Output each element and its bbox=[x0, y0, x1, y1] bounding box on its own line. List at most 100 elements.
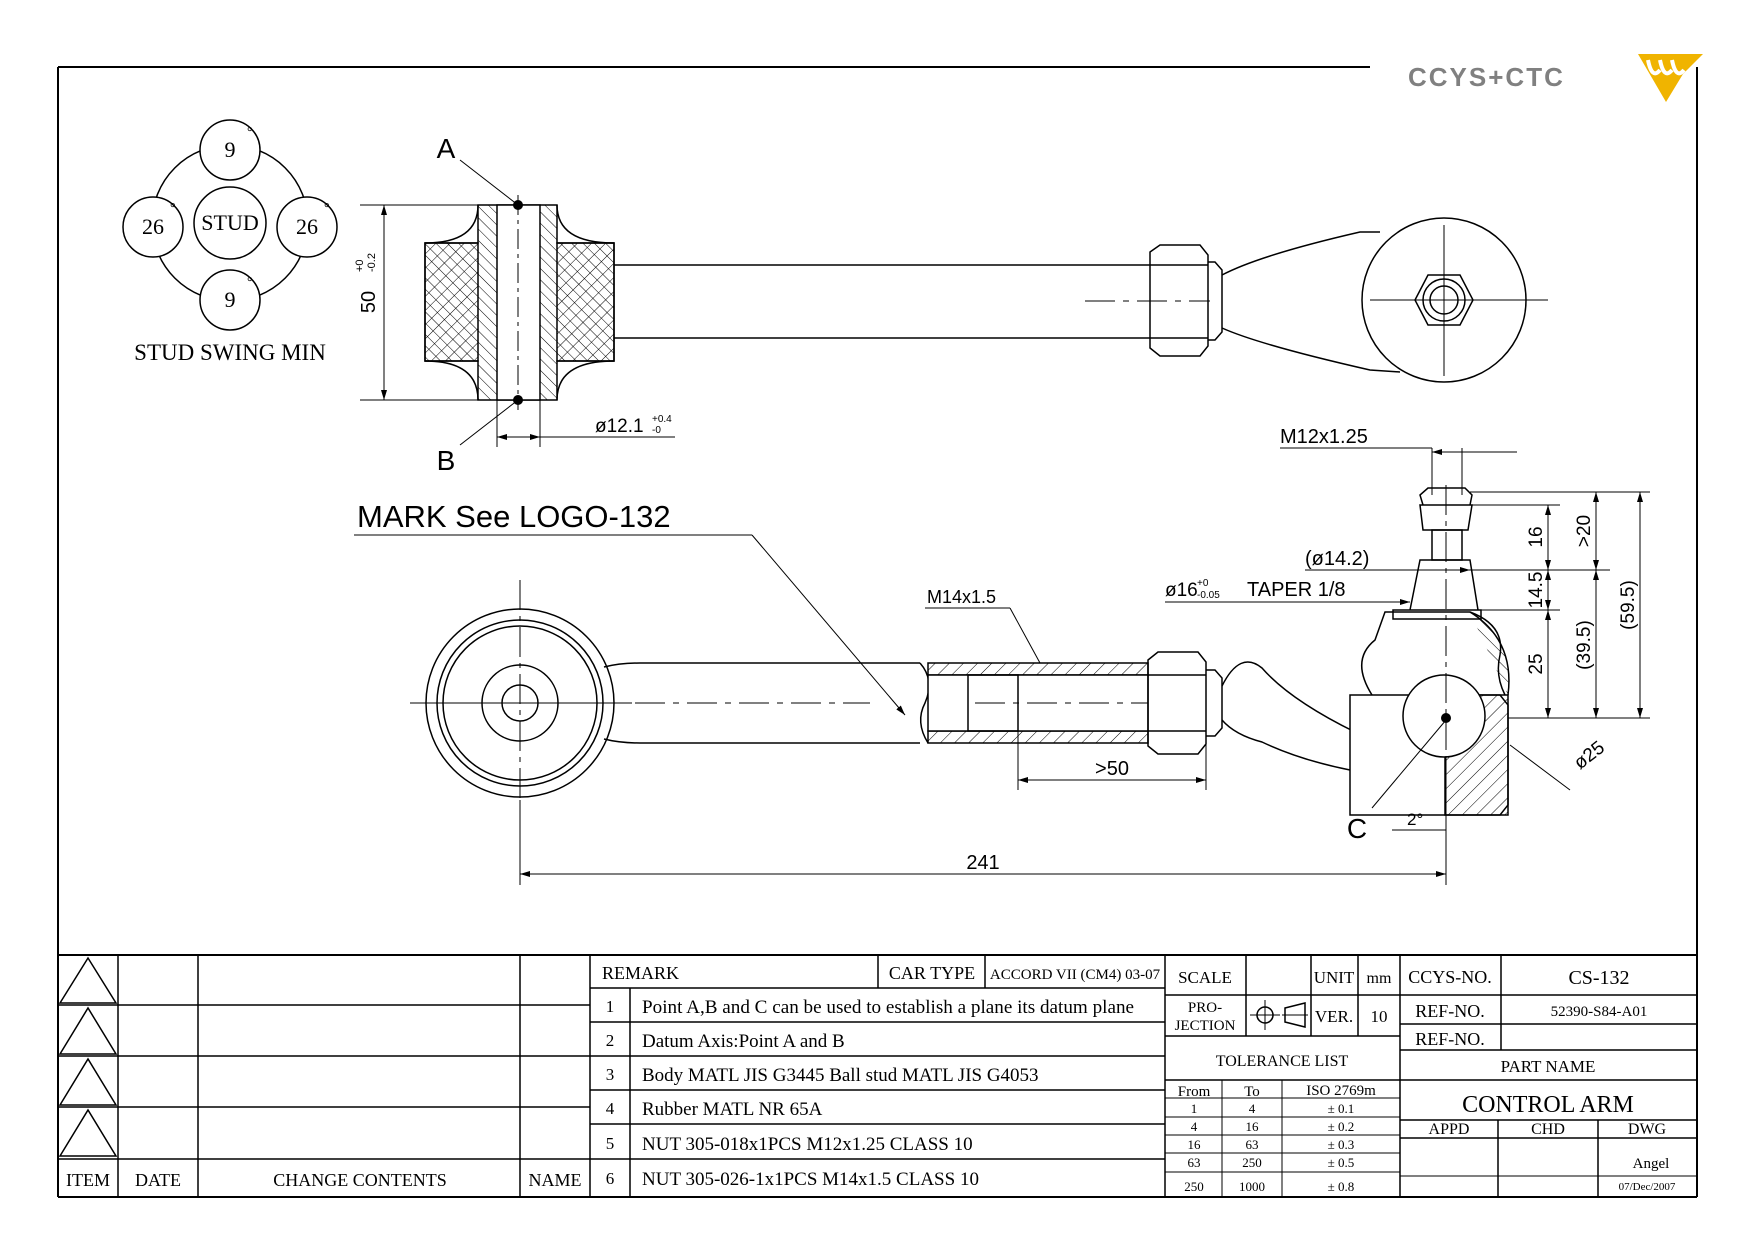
point-b-label: B bbox=[437, 445, 456, 476]
scale-label: SCALE bbox=[1178, 968, 1232, 987]
tol-to: 16 bbox=[1246, 1119, 1260, 1134]
bore-tol-bottom: -0 bbox=[652, 425, 661, 436]
dia-14-label: (ø14.2) bbox=[1305, 548, 1369, 570]
part-name-label: PART NAME bbox=[1501, 1057, 1596, 1076]
drawing-frame bbox=[57, 66, 1698, 1198]
remark-no: 5 bbox=[606, 1134, 615, 1153]
projection-label-1: PRO- bbox=[1188, 1000, 1222, 1016]
tol-from: 1 bbox=[1191, 1101, 1198, 1116]
rev-header-change: CHANGE CONTENTS bbox=[273, 1170, 447, 1190]
tol-value: ± 0.3 bbox=[1328, 1137, 1355, 1152]
taper-tol-bottom: -0.05 bbox=[1197, 590, 1220, 601]
ref-no2-label: REF-NO. bbox=[1415, 1029, 1485, 1049]
drawing-date: 07/Dec/2007 bbox=[1619, 1181, 1676, 1193]
tolerance-title: TOLERANCE LIST bbox=[1216, 1053, 1349, 1070]
point-a-label: A bbox=[437, 133, 456, 164]
bore-dim-label: ø12.1 bbox=[595, 416, 644, 437]
taper-tol-top: +0 bbox=[1197, 578, 1209, 589]
remark-header: REMARK bbox=[602, 963, 679, 983]
remark-no: 4 bbox=[606, 1099, 615, 1118]
car-type-label: CAR TYPE bbox=[889, 963, 975, 983]
tol-value: ± 0.2 bbox=[1328, 1119, 1355, 1134]
remark-no: 6 bbox=[606, 1169, 615, 1188]
logo-mark-icon bbox=[1638, 54, 1703, 102]
ref-no-label: REF-NO. bbox=[1415, 1001, 1485, 1021]
tol-header-to: To bbox=[1244, 1084, 1260, 1100]
stud-bottom-value: 9 bbox=[225, 287, 236, 312]
remark-text: Datum Axis:Point A and B bbox=[642, 1031, 845, 1052]
tol-header-iso: ISO 2769m bbox=[1306, 1083, 1376, 1099]
logo-text: CCYS+CTC bbox=[1408, 62, 1565, 92]
stud-left-value: 26 bbox=[142, 214, 164, 239]
ver-label: VER. bbox=[1315, 1007, 1353, 1026]
dim-14-5: 14.5 bbox=[1526, 572, 1547, 609]
rev-header-name: NAME bbox=[529, 1170, 582, 1190]
dim-20: >20 bbox=[1574, 515, 1595, 547]
tol-to: 63 bbox=[1246, 1137, 1259, 1152]
length-label: 241 bbox=[966, 852, 999, 874]
height-tol-bottom: -0.2 bbox=[366, 253, 378, 272]
top-view bbox=[360, 159, 1548, 447]
dim-39-5: (39.5) bbox=[1574, 620, 1595, 670]
unit-label: UNIT bbox=[1314, 968, 1355, 987]
height-dim-label: 50 bbox=[358, 291, 380, 313]
part-name-value: CONTROL ARM bbox=[1462, 1092, 1634, 1118]
stud-swing-diagram bbox=[122, 119, 338, 331]
chd-label: CHD bbox=[1531, 1121, 1565, 1138]
mark-leader bbox=[354, 534, 906, 716]
height-tol-top: +0 bbox=[354, 259, 366, 272]
min-thread-label: >50 bbox=[1095, 758, 1129, 780]
tol-header-from: From bbox=[1178, 1084, 1211, 1100]
point-c-label: C bbox=[1347, 813, 1367, 844]
stud-right-value: 26 bbox=[296, 214, 318, 239]
rev-header-item: ITEM bbox=[66, 1170, 110, 1190]
title-block-grid bbox=[58, 955, 1697, 1197]
remark-no: 2 bbox=[606, 1031, 615, 1050]
remark-text: NUT 305-026-1x1PCS M14x1.5 CLASS 10 bbox=[642, 1169, 979, 1190]
ccys-no-value: CS-132 bbox=[1568, 967, 1629, 989]
remark-text: NUT 305-018x1PCS M12x1.25 CLASS 10 bbox=[642, 1134, 973, 1155]
ccys-no-label: CCYS-NO. bbox=[1408, 967, 1492, 987]
point-b-marker bbox=[513, 395, 523, 405]
taper-dim-label: ø16 bbox=[1165, 580, 1198, 601]
projection-label-2: JECTION bbox=[1175, 1018, 1236, 1034]
stud-top-value: 9 bbox=[225, 137, 236, 162]
stud-center-label: STUD bbox=[201, 210, 258, 235]
remark-no: 3 bbox=[606, 1065, 615, 1084]
rev-header-date: DATE bbox=[135, 1170, 181, 1190]
dim-59-5: (59.5) bbox=[1618, 580, 1639, 630]
remark-text: Body MATL JIS G3445 Ball stud MATL JIS G… bbox=[642, 1065, 1039, 1086]
tol-from: 16 bbox=[1188, 1137, 1202, 1152]
tol-value: ± 0.8 bbox=[1328, 1179, 1355, 1194]
ref-no-value: 52390-S84-A01 bbox=[1551, 1004, 1648, 1020]
mark-note: MARK See LOGO-132 bbox=[357, 499, 671, 534]
drawn-by: Angel bbox=[1633, 1156, 1670, 1172]
tol-to: 4 bbox=[1249, 1101, 1256, 1116]
degree-mark: ° bbox=[247, 275, 253, 290]
point-a-marker bbox=[513, 200, 523, 210]
dim-25: 25 bbox=[1526, 653, 1547, 674]
appd-label: APPD bbox=[1429, 1121, 1470, 1138]
tol-value: ± 0.5 bbox=[1328, 1155, 1355, 1170]
tol-from: 250 bbox=[1184, 1179, 1204, 1194]
remark-no: 1 bbox=[606, 997, 615, 1016]
point-c-marker bbox=[1441, 713, 1451, 723]
degree-mark: ° bbox=[170, 201, 176, 216]
remark-text: Point A,B and C can be used to establish… bbox=[642, 997, 1134, 1018]
taper-text: TAPER 1/8 bbox=[1247, 579, 1346, 601]
company-logo: CCYS+CTC bbox=[1408, 50, 1708, 110]
tol-from: 63 bbox=[1188, 1155, 1201, 1170]
ball-dia-label: ø25 bbox=[1570, 737, 1609, 774]
bore-tol-top: +0.4 bbox=[652, 414, 672, 425]
degree-mark: ° bbox=[247, 125, 253, 140]
car-type-value: ACCORD VII (CM4) 03-07 bbox=[990, 967, 1161, 983]
tol-to: 1000 bbox=[1239, 1179, 1265, 1194]
ver-value: 10 bbox=[1371, 1007, 1388, 1026]
remark-text: Rubber MATL NR 65A bbox=[642, 1099, 823, 1120]
stud-swing-title: STUD SWING MIN bbox=[134, 340, 326, 365]
tol-value: ± 0.1 bbox=[1328, 1101, 1355, 1116]
tol-from: 4 bbox=[1191, 1119, 1198, 1134]
thread-rod-label: M14x1.5 bbox=[927, 587, 996, 607]
tol-to: 250 bbox=[1242, 1155, 1262, 1170]
